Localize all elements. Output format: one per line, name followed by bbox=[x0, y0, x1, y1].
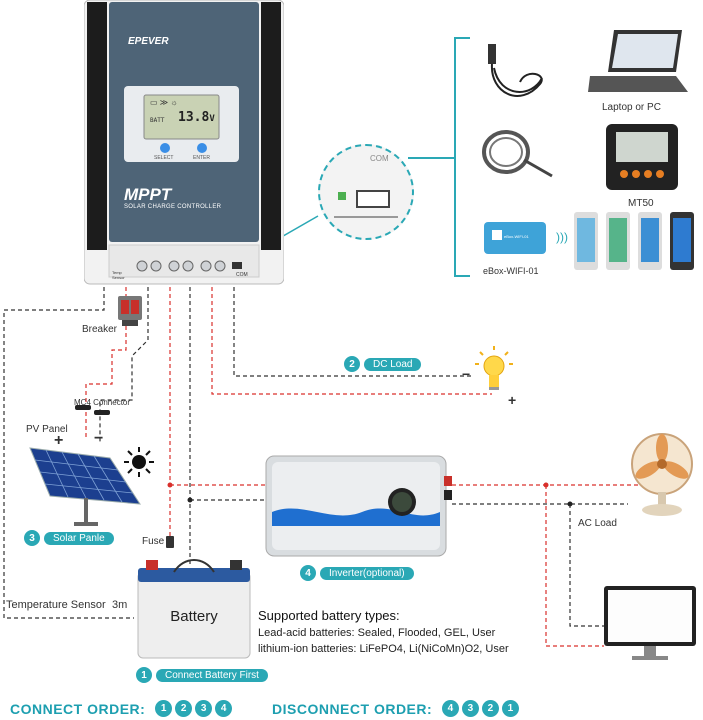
ebox-label: eBox-WIFI-01 bbox=[483, 266, 539, 276]
lcd-status-icons: ▭ ≫ ☼ bbox=[150, 98, 178, 107]
mt50-label: MT50 bbox=[628, 198, 654, 209]
com-port-led bbox=[338, 192, 346, 200]
temp-sensor-port-label: Temp Sensor bbox=[112, 270, 125, 280]
model-subtitle: SOLAR CHARGE CONTROLLER bbox=[124, 204, 222, 210]
model-title: MPPT bbox=[124, 185, 172, 204]
step-number: 4 bbox=[300, 565, 316, 581]
mt50-icon bbox=[604, 122, 680, 192]
pv-positive-wire bbox=[85, 326, 127, 440]
connect-step: 3 bbox=[195, 700, 213, 717]
breaker-icon bbox=[118, 296, 142, 326]
solar-panel-icon bbox=[18, 440, 148, 530]
sun-icon bbox=[124, 447, 154, 477]
battery-types-lead-acid: Lead-acid batteries: Sealed, Flooded, GE… bbox=[258, 627, 496, 639]
mc4-connector-icon bbox=[75, 405, 110, 415]
battery-label: Battery bbox=[170, 608, 218, 625]
step-number: 3 bbox=[24, 530, 40, 546]
com-zoom-label: COM bbox=[370, 154, 389, 163]
com-port-icon bbox=[356, 190, 390, 208]
step-badge-inverter: 4 Inverter(optional) bbox=[300, 565, 414, 581]
monitor-icon bbox=[602, 584, 698, 664]
step-badge-solar-panel: 3 Solar Panle bbox=[24, 530, 114, 546]
connect-order: CONNECT ORDER: 1 2 3 4 bbox=[10, 700, 235, 717]
ac-monitor-positive-wire bbox=[545, 485, 604, 647]
disconnect-order: DISCONNECT ORDER: 4 3 2 1 bbox=[272, 700, 522, 717]
lcd-value: 13.8 bbox=[178, 110, 210, 125]
ac-monitor-negative-wire bbox=[569, 504, 604, 627]
temp-sensor-label: Temperature Sensor bbox=[6, 599, 106, 611]
accessories-bracket bbox=[454, 37, 470, 277]
dc-load-minus: − bbox=[462, 366, 471, 382]
temp-cable-icon bbox=[478, 124, 556, 186]
select-button-label[interactable]: SELECT bbox=[154, 155, 174, 161]
laptop-label: Laptop or PC bbox=[602, 102, 661, 113]
wifi-signal-icon: ))) bbox=[556, 230, 568, 244]
dc-load-plus: + bbox=[508, 392, 517, 408]
inverter-icon bbox=[262, 450, 458, 564]
connect-step: 2 bbox=[175, 700, 193, 717]
com-port-zoom: COM bbox=[318, 144, 414, 240]
breaker-label: Breaker bbox=[82, 324, 118, 335]
ac-load-label: AC Load bbox=[578, 518, 617, 529]
dc-load-negative-wire bbox=[233, 280, 474, 377]
connect-step: 1 bbox=[155, 700, 173, 717]
temp-sensor-wire bbox=[3, 280, 134, 619]
battery-types-lithium: lithium-ion batteries: LiFePO4, Li(NiCoM… bbox=[258, 643, 509, 655]
connect-order-label: CONNECT ORDER: bbox=[10, 700, 146, 717]
step-badge-dc-load: 2 DC Load bbox=[344, 356, 422, 372]
charge-controller: EPEVER BATT 13.8V ▭ ≫ ☼ SELECT ENTER MPP… bbox=[83, 0, 285, 285]
disconnect-step: 1 bbox=[502, 700, 520, 717]
light-bulb-icon bbox=[474, 346, 514, 396]
pv-plus-label: + bbox=[54, 432, 64, 449]
step-label: Inverter(optional) bbox=[320, 566, 414, 580]
fan-icon bbox=[628, 430, 698, 520]
step-badge-battery: 1 Connect Battery First bbox=[136, 667, 268, 683]
lcd-readout: 13.8V bbox=[178, 110, 215, 125]
fuse-icon bbox=[166, 536, 174, 548]
disconnect-step: 3 bbox=[462, 700, 480, 717]
disconnect-order-label: DISCONNECT ORDER: bbox=[272, 700, 433, 717]
fuse-label: Fuse bbox=[142, 536, 165, 547]
step-label: Solar Panle bbox=[44, 531, 114, 545]
dc-load-positive-wire bbox=[211, 280, 492, 395]
smartphone-icons bbox=[572, 210, 696, 274]
enter-button-label[interactable]: ENTER bbox=[193, 155, 210, 161]
pv-negative-wire bbox=[99, 280, 149, 444]
ebox-wifi-icon: eBox-WIFI-01 bbox=[482, 218, 550, 258]
step-label: Connect Battery First bbox=[156, 668, 268, 682]
lcd-unit: V bbox=[209, 114, 215, 124]
step-number: 1 bbox=[136, 667, 152, 683]
disconnect-step: 2 bbox=[482, 700, 500, 717]
battery-icon: Battery bbox=[134, 556, 254, 660]
step-label: DC Load bbox=[364, 357, 422, 371]
pv-panel-label: PV Panel bbox=[26, 424, 68, 435]
battery-types-title: Supported battery types: bbox=[258, 608, 400, 623]
pv-minus-label: − bbox=[94, 430, 104, 447]
temp-length-label: 3m bbox=[112, 599, 128, 611]
ebox-device-text: eBox-WIFI-01 bbox=[504, 234, 529, 239]
lcd-label: BATT bbox=[150, 117, 165, 124]
laptop-icon bbox=[586, 28, 690, 96]
usb-cable-icon bbox=[480, 38, 550, 108]
mc4-connector-label: MC4 Connector bbox=[74, 398, 131, 407]
connect-step: 4 bbox=[215, 700, 233, 717]
step-number: 2 bbox=[344, 356, 360, 372]
brand-logo: EPEVER bbox=[128, 36, 169, 47]
disconnect-step: 4 bbox=[442, 700, 460, 717]
com-port-label: COM bbox=[236, 272, 248, 278]
